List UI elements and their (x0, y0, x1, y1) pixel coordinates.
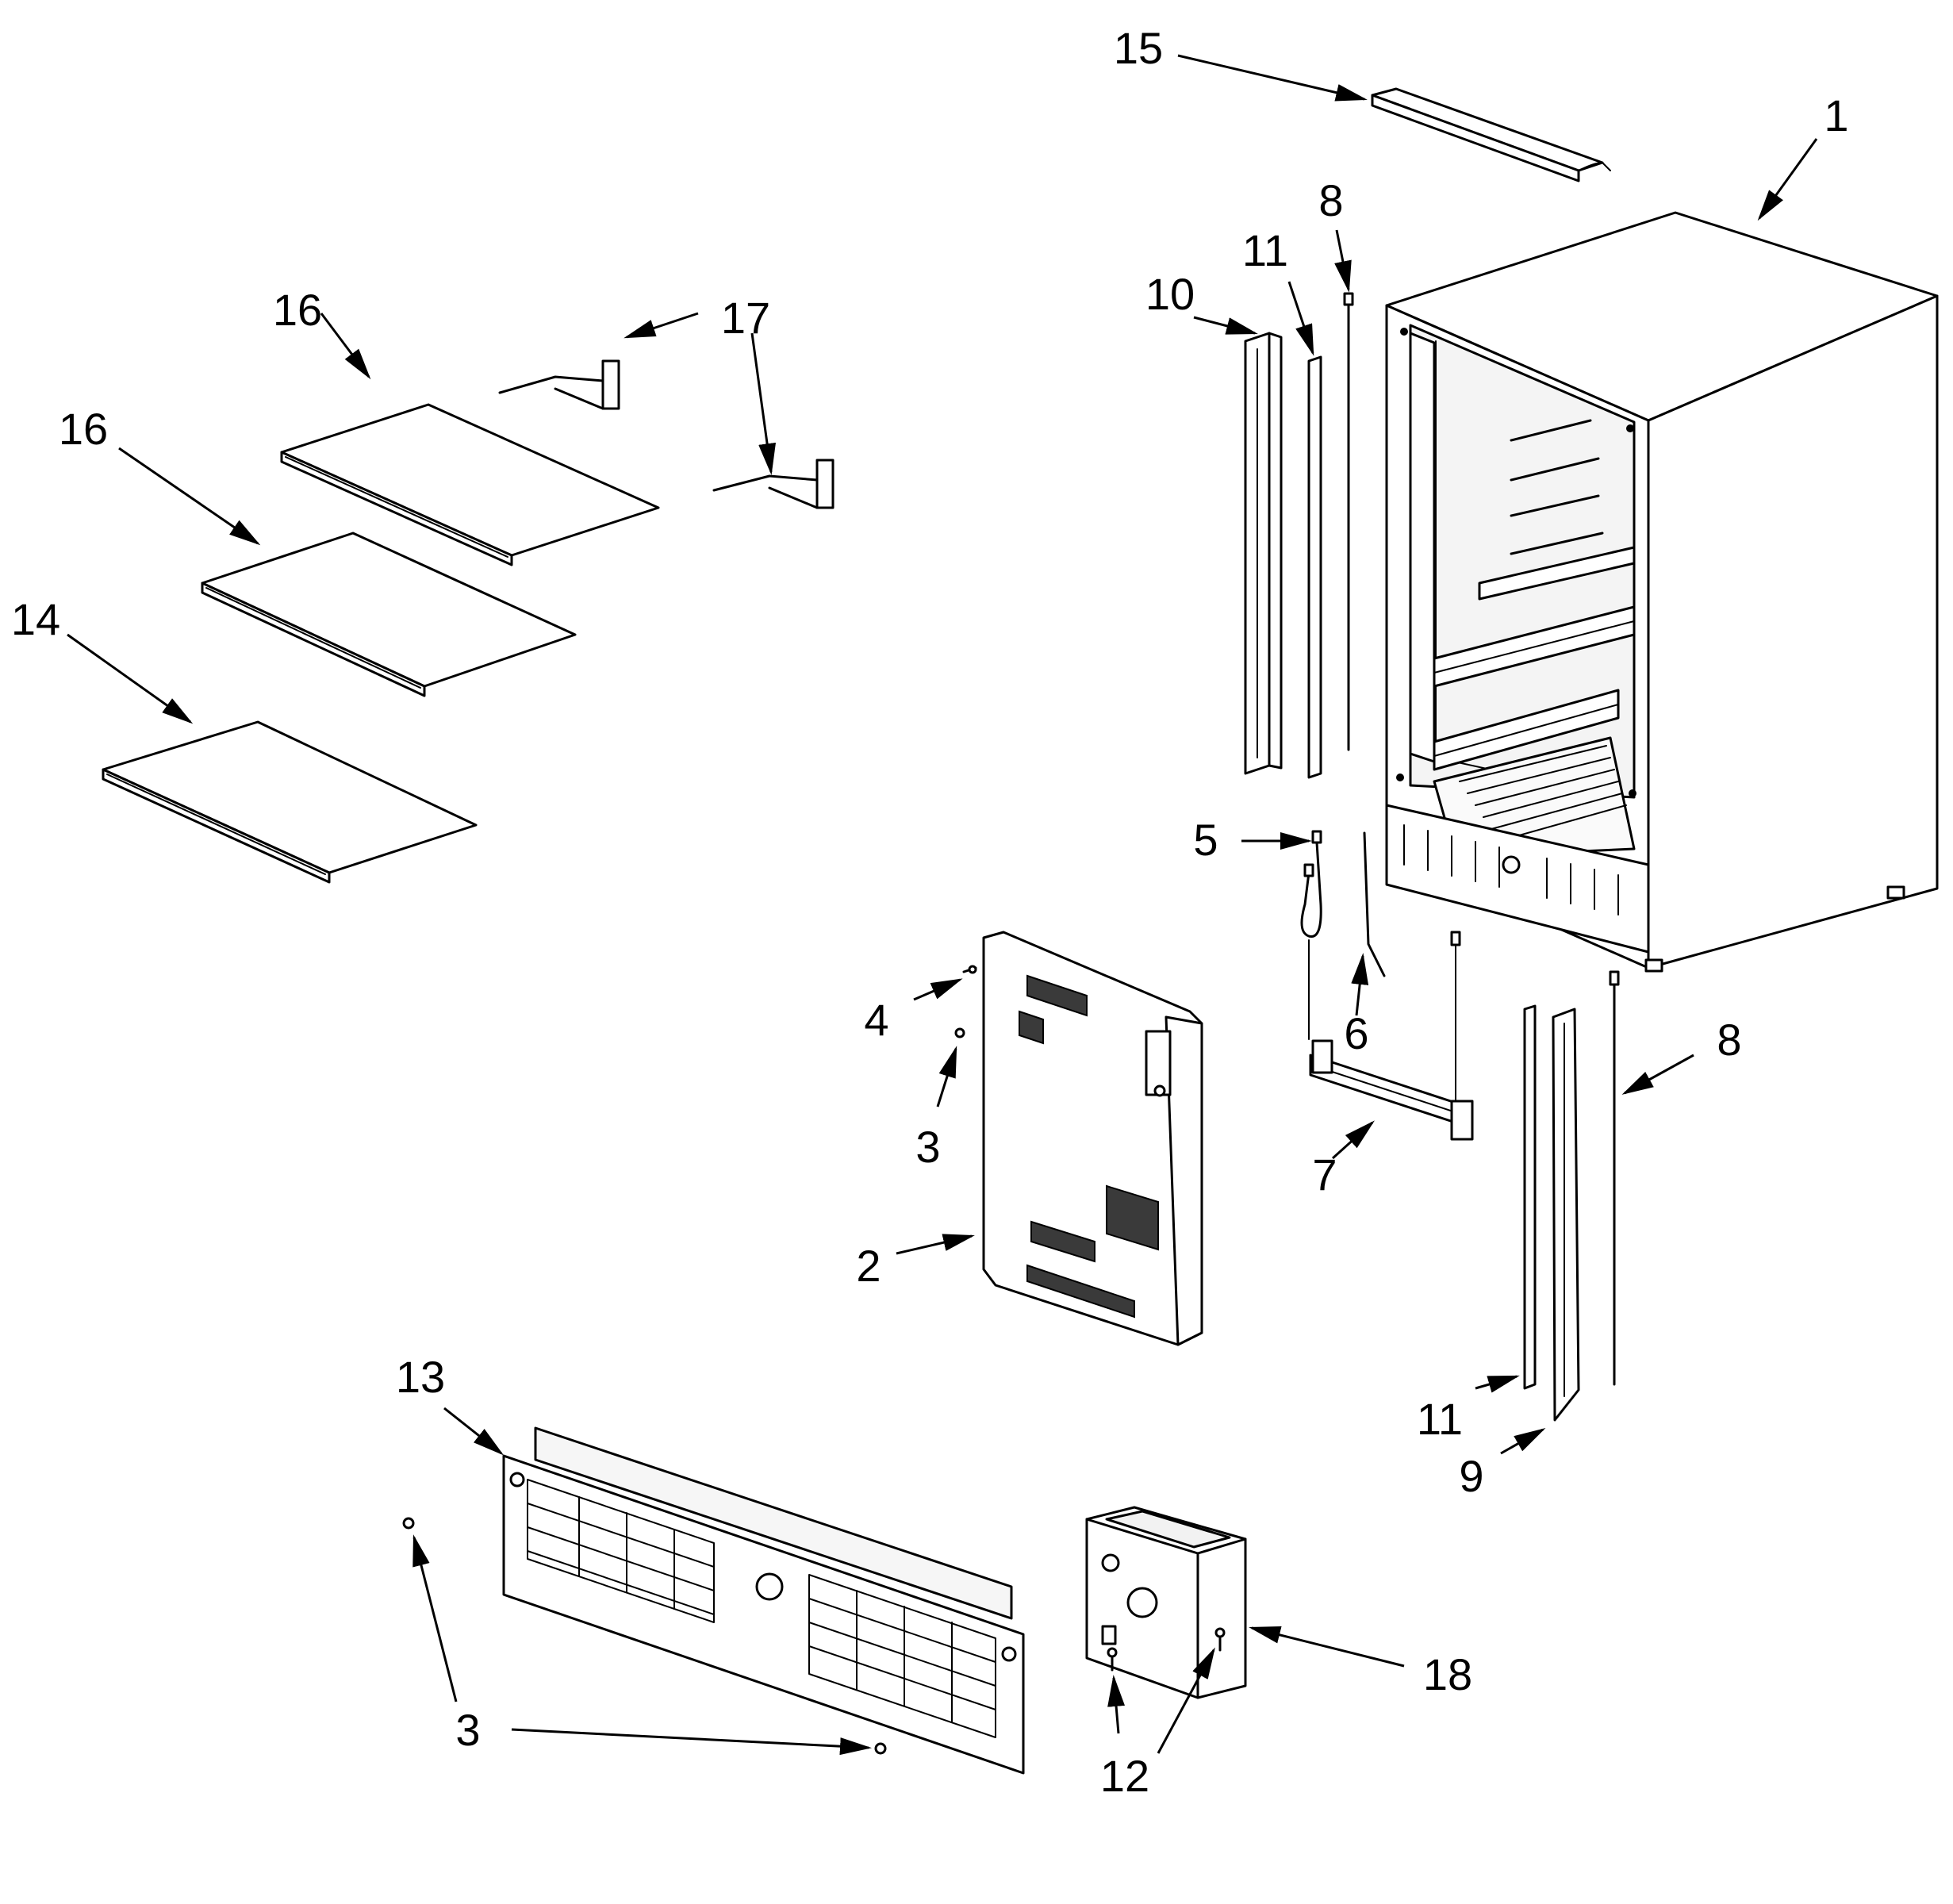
callout-8: 8 (1717, 1015, 1741, 1065)
arrow-16-mid (118, 447, 261, 546)
arrow-2 (896, 1234, 975, 1255)
screw-12-a (1107, 1647, 1118, 1672)
callout-labels: 15 1 8 11 10 16 17 16 14 5 6 4 3 8 7 2 1… (11, 23, 1849, 1801)
callout-11: 11 (1417, 1394, 1463, 1444)
door-gasket-lower (1552, 1008, 1580, 1422)
control-box (1085, 1506, 1247, 1699)
callout-6: 6 (1344, 1008, 1368, 1058)
callout-14: 14 (11, 594, 60, 644)
arrow-7 (1331, 1120, 1375, 1160)
arrow-3-right (511, 1728, 872, 1756)
wire-harness-6 (1363, 831, 1386, 977)
callout-5: 5 (1193, 815, 1218, 865)
callout-2: 2 (856, 1241, 881, 1291)
kickplate-grille (502, 1426, 1025, 1775)
door-seal-lower (1523, 1004, 1537, 1390)
cabinet (1385, 211, 1939, 973)
callout-13: 13 (396, 1352, 445, 1402)
arrow-9 (1500, 1428, 1546, 1455)
shelf-bottom (102, 720, 478, 884)
arrow-12-b (1157, 1647, 1215, 1754)
shelf-bracket-b (712, 459, 835, 509)
arrow-10 (1193, 316, 1258, 335)
screw-4 (962, 965, 977, 974)
shelf-middle (201, 532, 577, 697)
callout-8: 8 (1318, 175, 1343, 225)
callout-4: 4 (864, 995, 888, 1045)
arrow-17-a (624, 312, 699, 339)
callout-18: 18 (1423, 1649, 1472, 1699)
screw-12-b (1214, 1627, 1226, 1652)
arrow-3-left (412, 1534, 458, 1702)
arrow-8-upper (1334, 229, 1352, 293)
arrow-3-upper (936, 1046, 957, 1107)
cable-lower (1609, 970, 1620, 1386)
callout-16: 16 (273, 285, 322, 335)
shelf-bracket-a (498, 359, 620, 410)
screw-3-left (402, 1517, 415, 1530)
arrow-6 (1351, 953, 1369, 1016)
shelf-top (280, 403, 660, 566)
arrow-11-upper (1287, 281, 1314, 356)
arrow-11-lower (1475, 1375, 1520, 1393)
callout-7: 7 (1312, 1150, 1337, 1200)
door-seal-upper (1307, 355, 1322, 779)
door-gasket-upper (1244, 332, 1283, 775)
leader-arrows (67, 54, 1818, 1756)
callout-1: 1 (1824, 90, 1848, 140)
callout-11: 11 (1242, 225, 1288, 275)
callout-12: 12 (1100, 1751, 1149, 1801)
callout-3: 3 (455, 1705, 480, 1755)
arrow-13 (443, 1407, 505, 1456)
arrow-12-a (1107, 1675, 1126, 1734)
arrow-18 (1249, 1626, 1405, 1668)
cable-upper (1343, 292, 1354, 751)
callout-10: 10 (1145, 269, 1195, 319)
arrow-14 (67, 633, 194, 724)
callout-16: 16 (59, 404, 108, 454)
top-trim (1371, 87, 1611, 182)
wire-harness-5 (1300, 830, 1322, 1040)
callout-15: 15 (1114, 23, 1163, 73)
callout-9: 9 (1459, 1451, 1483, 1501)
arrow-4 (913, 978, 963, 1001)
arrow-1 (1757, 138, 1818, 221)
arrow-16-top (320, 313, 371, 380)
hinge-bar (1309, 931, 1474, 1141)
arrow-15 (1177, 54, 1368, 102)
arrow-8-lower (1621, 1054, 1694, 1095)
callout-3: 3 (915, 1122, 940, 1172)
screw-3-right (874, 1742, 887, 1755)
callout-17: 17 (721, 293, 770, 343)
compartment-cover (982, 931, 1203, 1346)
screw-3-upper (954, 1027, 965, 1038)
arrow-17-b (750, 332, 777, 475)
